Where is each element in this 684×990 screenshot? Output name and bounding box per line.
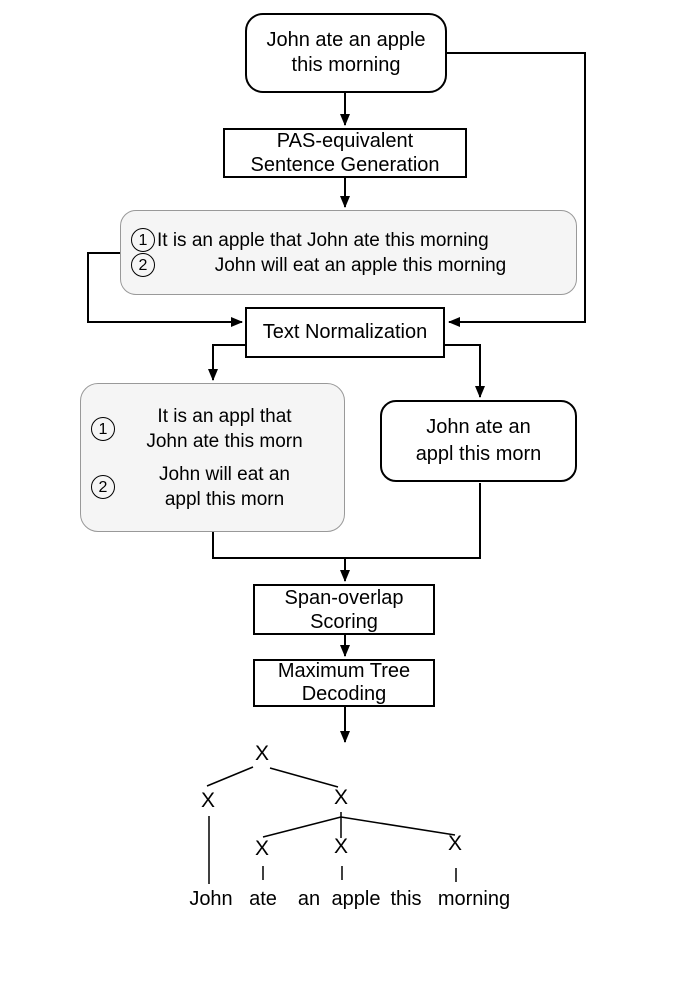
tree-node-right: X	[333, 786, 349, 809]
node-line: Text Normalization	[262, 321, 428, 343]
node-text-normalization: Text Normalization	[245, 307, 445, 358]
tree-node-an-apple: X	[333, 835, 349, 858]
tree-leaf-word: apple	[331, 888, 381, 910]
node-line: Span-overlap	[284, 586, 404, 609]
circled-number-2: 2	[131, 253, 155, 277]
normalized-generated-text: It is an appl that John ate this morn	[115, 404, 334, 454]
generated-sentence-text: John will eat an apple this morning	[214, 254, 507, 276]
node-line: Sentence Generation	[250, 154, 440, 176]
node-line: John will eat an	[159, 463, 290, 485]
circled-number-1: 1	[91, 416, 115, 441]
generated-sentence-row: 1 It is an apple that John ate this morn…	[121, 228, 576, 253]
node-normalized-input: John ate an appl this morn	[380, 400, 577, 482]
tree-node-ate: X	[254, 837, 270, 860]
node-line: John ate an apple	[266, 29, 426, 51]
node-normalized-generated: 1 It is an appl that John ate this morn …	[80, 383, 345, 532]
node-line: Scoring	[310, 610, 378, 633]
node-line: appl this morn	[164, 488, 285, 510]
node-maximum-tree-decoding: Maximum Tree Decoding	[253, 659, 435, 707]
tree-node-this-morning: X	[447, 832, 463, 855]
normalized-generated-row: 1 It is an appl that John ate this morn	[81, 404, 344, 454]
node-line: Maximum Tree	[277, 660, 411, 682]
node-input-sentence: John ate an apple this morning	[245, 13, 447, 93]
tree-node-left: X	[200, 789, 216, 812]
normalized-generated-text: John will eat an appl this morn	[115, 462, 334, 512]
node-line: John ate this morn	[146, 430, 303, 452]
node-line: John ate an	[426, 416, 531, 438]
generated-sentence-text: It is an apple that John ate this mornin…	[157, 229, 489, 251]
tree-leaf-word: an	[297, 888, 321, 910]
normalized-generated-row: 2 John will eat an appl this morn	[81, 462, 344, 512]
node-line: PAS-equivalent	[276, 130, 414, 152]
circled-number-2: 2	[91, 474, 115, 499]
node-generated-sentences: 1 It is an apple that John ate this morn…	[120, 210, 577, 295]
tree-leaf-word: morning	[437, 888, 511, 910]
node-line: Decoding	[301, 683, 387, 705]
node-line: It is an appl that	[157, 405, 292, 427]
node-pas-generation: PAS-equivalent Sentence Generation	[223, 128, 467, 178]
tree-node-root: X	[254, 742, 270, 765]
tree-leaf-word: this	[390, 888, 422, 910]
generated-sentence-row: 2 John will eat an apple this morning	[121, 253, 576, 278]
tree-leaf-word: ate	[249, 888, 277, 910]
circled-number-1: 1	[131, 228, 155, 252]
node-span-overlap-scoring: Span-overlap Scoring	[253, 584, 435, 635]
node-line: appl this morn	[415, 443, 542, 465]
tree-leaf-word: John	[189, 888, 233, 910]
node-line: this morning	[291, 54, 401, 76]
